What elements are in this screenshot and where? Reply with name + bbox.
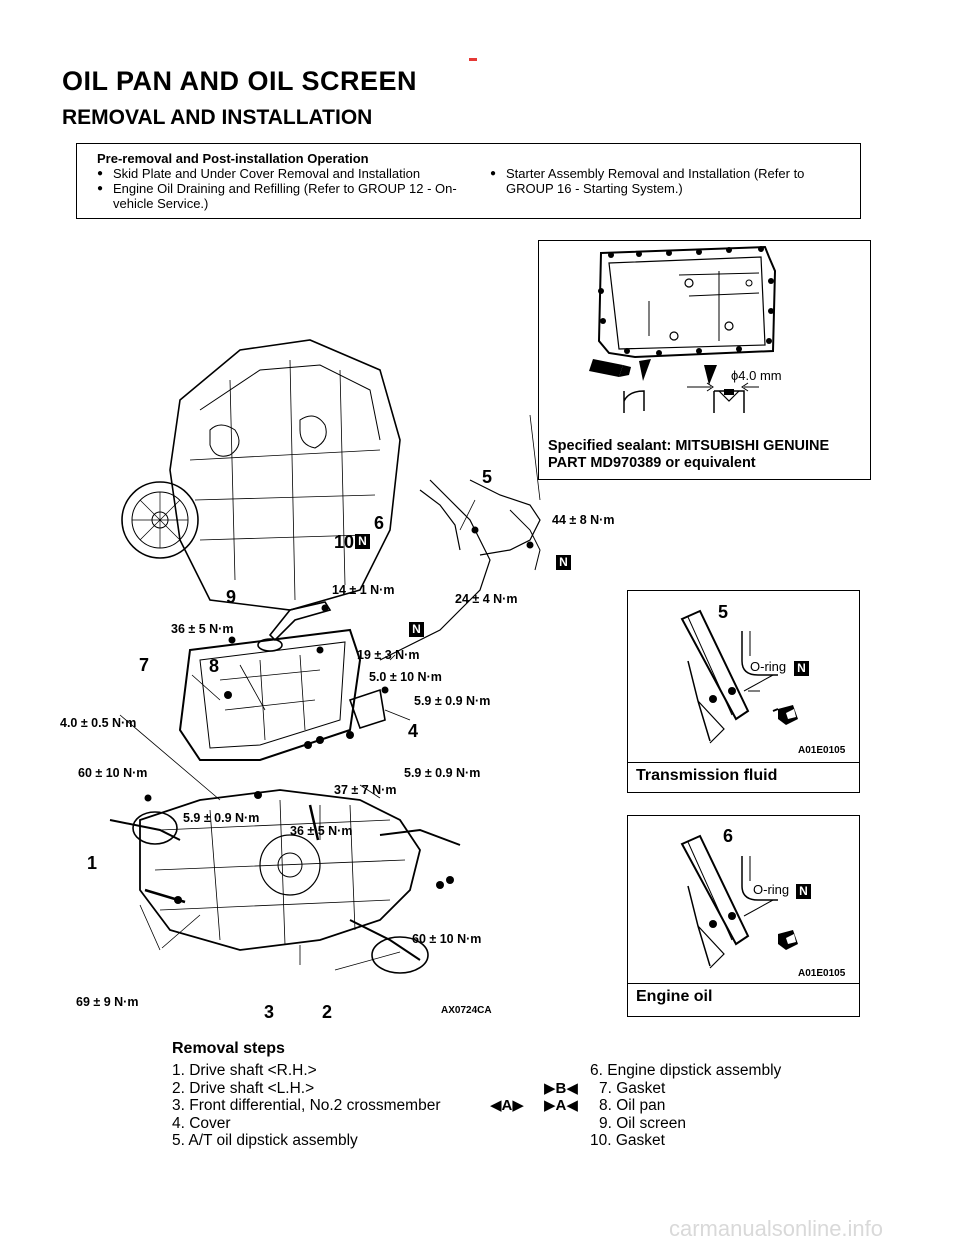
removal-step: 2. Drive shaft <L.H.> <box>172 1079 315 1097</box>
part-number: 4 <box>408 721 419 741</box>
removal-step: 8. Oil pan <box>599 1097 666 1114</box>
part-number: 5 <box>482 467 493 487</box>
install-mark-b: ▶B◀ <box>544 1080 578 1097</box>
torque-spec: 24 ± 4 N·m <box>455 592 518 606</box>
eo-figure-code: A01E0105 <box>798 968 846 979</box>
removal-step: 1. Drive shaft <R.H.> <box>172 1062 317 1079</box>
main-figure-code: AX0724CA <box>441 1005 492 1016</box>
tf-caption: Transmission fluid <box>636 767 778 784</box>
at-dipstick-oring-drawing <box>680 609 798 744</box>
new-part-mark: N <box>556 555 571 570</box>
exploded-view-drawing <box>109 339 541 974</box>
torque-spec: 14 ± 1 N·m <box>332 583 395 597</box>
removal-step: 6. Engine dipstick assembly <box>590 1062 782 1079</box>
new-part-mark: N <box>409 622 424 637</box>
torque-spec: 5.9 ± 0.9 N·m <box>183 811 260 825</box>
eo-part-number: 6 <box>723 826 734 846</box>
removal-steps-right: 6. Engine dipstick assembly 7. Gasket 8.… <box>590 1062 798 1150</box>
install-mark-a: ▶A◀ <box>544 1097 578 1114</box>
pre-operation-title: Pre-removal and Post-installation Operat… <box>97 151 369 166</box>
sealant-bead-diameter: ϕ4.0 mm <box>731 368 782 383</box>
pre-operation-box: Pre-removal and Post-installation Operat… <box>76 143 861 219</box>
removal-step: 10. Gasket <box>590 1132 665 1149</box>
new-part-mark: N <box>794 661 809 676</box>
torque-spec: 69 ± 9 N·m <box>76 995 139 1009</box>
watermark: carmanualsonline.info <box>669 1216 884 1241</box>
page-subtitle: REMOVAL AND INSTALLATION <box>62 106 373 129</box>
new-part-mark: N <box>355 534 370 549</box>
part-number: 8 <box>209 656 220 676</box>
install-mark-a-letter: A <box>555 1097 567 1114</box>
part-number: 10 <box>334 532 355 552</box>
torque-spec: 60 ± 10 N·m <box>78 766 148 780</box>
engine-dipstick-oring-drawing <box>680 834 798 969</box>
removal-step: 7. Gasket <box>599 1079 666 1097</box>
tf-part-number: 5 <box>718 602 729 622</box>
page-title: OIL PAN AND OIL SCREEN <box>62 66 418 96</box>
part-number: 7 <box>139 655 150 675</box>
sealant-caption: Specified sealant: MITSUBISHI GENUINE PA… <box>548 438 829 472</box>
part-number: 9 <box>226 587 237 607</box>
pre-operation-left: Pre-removal and Post-installation Operat… <box>97 151 469 211</box>
torque-spec: 5.9 ± 0.9 N·m <box>404 766 481 780</box>
eo-caption-divider <box>628 983 859 984</box>
eo-caption: Engine oil <box>636 988 713 1005</box>
transmission-fluid-panel: 5 O-ring N A01E0105 Transmission fluid <box>627 590 860 793</box>
sealant-caption-line1: Specified sealant: MITSUBISHI GENUINE <box>548 438 830 454</box>
new-part-mark: N <box>796 884 811 899</box>
torque-spec: 44 ± 8 N·m <box>552 513 615 527</box>
removal-step: 3. Front differential, No.2 crossmember <box>172 1097 441 1114</box>
tf-oring-label: O-ring <box>750 659 787 674</box>
part-number: 6 <box>374 513 385 533</box>
torque-spec: 37 ± 7 N·m <box>334 783 397 797</box>
removal-step: 9. Oil screen <box>599 1114 687 1132</box>
removal-steps-left: 1. Drive shaft <R.H.> 2. Drive shaft <L.… <box>172 1062 441 1150</box>
removal-mark-a-letter: A <box>501 1097 513 1114</box>
pre-operation-right: Starter Assembly Removal and Installatio… <box>490 166 855 196</box>
torque-spec: 19 ± 3 N·m <box>357 648 420 662</box>
eo-oring-label: O-ring <box>753 882 790 897</box>
engine-oil-panel: 6 O-ring N A01E0105 Engine oil <box>627 815 860 1017</box>
part-number: 2 <box>322 1002 333 1022</box>
torque-spec: 4.0 ± 0.5 N·m <box>60 716 137 730</box>
header-accent-mark <box>469 58 477 61</box>
removal-step: 4. Cover <box>172 1114 231 1132</box>
removal-mark-a: ◀A▶ <box>490 1097 524 1114</box>
sealant-panel: ϕ4.0 mm Specified sealant: MITSUBISHI GE… <box>538 240 871 480</box>
torque-spec: 60 ± 10 N·m <box>412 932 482 946</box>
oil-pan-sealant-drawing <box>589 245 777 413</box>
torque-spec: 5.9 ± 0.9 N·m <box>414 694 491 708</box>
removal-steps-title: Removal steps <box>172 1040 285 1057</box>
pre-operation-item: Skid Plate and Under Cover Removal and I… <box>97 166 469 181</box>
sealant-caption-line2: PART MD970389 or equivalent <box>548 455 756 471</box>
removal-step: 5. A/T oil dipstick assembly <box>172 1132 358 1149</box>
torque-spec: 36 ± 5 N·m <box>171 622 234 636</box>
pre-operation-item: Starter Assembly Removal and Installatio… <box>490 166 855 196</box>
part-number: 1 <box>87 853 98 873</box>
tf-figure-code: A01E0105 <box>798 745 846 756</box>
install-mark-b-letter: B <box>555 1080 567 1097</box>
pre-operation-item: Engine Oil Draining and Refilling (Refer… <box>97 181 469 211</box>
tf-caption-divider <box>628 762 859 763</box>
torque-spec: 5.0 ± 10 N·m <box>369 670 442 684</box>
part-number: 3 <box>264 1002 275 1022</box>
torque-spec: 36 ± 5 N·m <box>290 824 353 838</box>
